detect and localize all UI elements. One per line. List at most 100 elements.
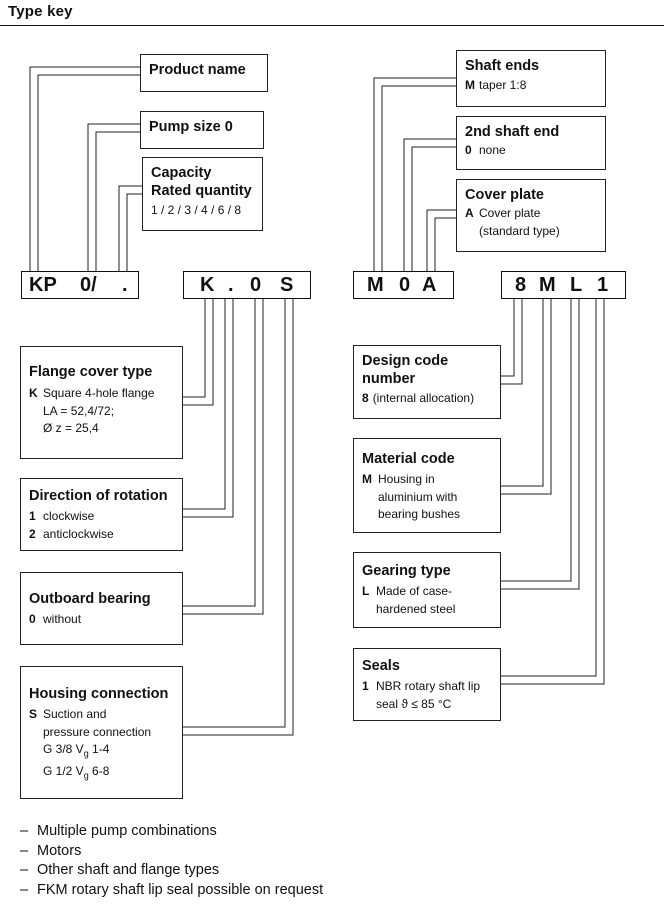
box-title: Material code: [362, 451, 455, 467]
box-title: Cover plate: [465, 187, 544, 203]
option-text: G 3/8 V: [43, 742, 84, 756]
note-item: Multiple pump combinations: [20, 822, 323, 842]
wire-design: [501, 297, 523, 385]
wire-material: [501, 297, 552, 495]
option-line: seal ϑ ≤ 85 °C: [376, 696, 452, 711]
capacity-values: 1 / 2 / 3 / 4 / 6 / 8: [151, 203, 242, 217]
box-title: Direction of rotation: [29, 488, 168, 504]
box-2nd-shaft-end: 2nd shaft end 0 none: [456, 116, 606, 170]
code-char-m: M: [367, 274, 384, 296]
wire-material: [501, 297, 544, 487]
option-code: 1: [29, 509, 36, 523]
option-text: clockwise: [43, 509, 95, 523]
option-line: A Cover plate: [465, 205, 597, 223]
box-cover-plate: Cover plate A Cover plate (standard type): [456, 179, 606, 252]
note-item: Other shaft and flange types: [20, 861, 323, 881]
option-line: G 1/2 Vg 6-8: [29, 763, 174, 785]
option-text: NBR rotary shaft lip: [376, 679, 481, 693]
wire-bearing: [183, 297, 256, 607]
box-design-code-number: Design code number 8(internal allocation…: [353, 345, 501, 419]
wire-pump-size: [95, 131, 140, 271]
wire-cover: [426, 209, 456, 271]
option-line: 8(internal allocation): [362, 390, 492, 408]
wire-shaft2: [411, 146, 456, 271]
box-seals: Seals 1 NBR rotary shaft lip seal ϑ ≤ 85 …: [353, 648, 501, 721]
wire-gearing: [501, 297, 572, 582]
page-title: Type key: [8, 3, 73, 20]
option-code: M: [362, 472, 372, 486]
subscript: g: [83, 748, 89, 759]
code-char-0: 0: [250, 274, 262, 296]
code-char-1: 1: [597, 274, 609, 296]
option-code: S: [29, 707, 38, 721]
option-text: G 1/2 V: [43, 763, 84, 778]
code-char-k: K: [200, 274, 215, 296]
box-pump-size: Pump size 0: [140, 111, 264, 149]
option-code: 0: [465, 143, 472, 157]
option-code: 1: [362, 679, 369, 693]
option-text: Cover plate: [479, 206, 541, 220]
box-title: Product name: [149, 62, 246, 78]
box-title: Design code: [362, 353, 449, 369]
option-line: aluminium with: [378, 489, 458, 504]
wire-rotation: [183, 297, 234, 518]
wire-housing: [183, 297, 294, 736]
wire-flange: [183, 297, 206, 398]
option-code: 0: [29, 612, 36, 626]
code-char-a: A: [422, 274, 437, 296]
wire-flange: [183, 297, 214, 406]
subscript: g: [83, 770, 89, 781]
option-text: none: [479, 143, 506, 157]
box-title: Gearing type: [362, 563, 451, 579]
option-text: anticlockwise: [43, 526, 114, 541]
code-char-size: 0/: [80, 274, 97, 296]
box-title: Capacity: [151, 165, 212, 181]
option-line: (standard type): [479, 223, 560, 238]
wire-shaft-ends: [373, 77, 456, 271]
wire-bearing: [183, 297, 264, 615]
option-line: 1 NBR rotary shaft lip: [362, 678, 492, 696]
box-title: Pump size 0: [149, 119, 233, 135]
option-line: 1 clockwise: [29, 508, 174, 526]
option-text: taper 1:8: [479, 78, 527, 92]
box-capacity: Capacity Rated quantity 1 / 2 / 3 / 4 / …: [142, 157, 263, 231]
wire-cover: [434, 217, 456, 271]
option-line: pressure connection: [43, 724, 152, 739]
wire-housing: [183, 297, 286, 728]
option-line: Ø z = 25,4: [43, 421, 99, 435]
option-line: hardened steel: [376, 601, 456, 616]
wire-pump-size: [87, 123, 140, 271]
code-char-l: L: [570, 274, 583, 296]
box-title: Seals: [362, 658, 400, 674]
wire-product-name: [29, 66, 140, 271]
wire-gearing: [501, 297, 580, 590]
option-text: 1-4: [88, 742, 110, 756]
wire-seals: [501, 297, 605, 685]
option-text: Housing in: [378, 472, 435, 486]
code-char-dot: .: [228, 274, 234, 296]
option-code: K: [29, 386, 38, 400]
wire-capacity: [126, 193, 142, 271]
option-text: Suction and: [43, 707, 107, 721]
option-line: bearing bushes: [378, 507, 461, 521]
option-code: A: [465, 206, 474, 220]
code-char-0: 0: [399, 274, 411, 296]
option-line: M Housing in: [362, 471, 492, 489]
wire-seals: [501, 297, 597, 677]
type-code-left-part2: K . 0 S: [183, 271, 311, 299]
box-material-code: Material code M Housing in aluminium with…: [353, 438, 501, 533]
option-code: L: [362, 584, 370, 598]
type-code-right-part2: 8 M L 1: [501, 271, 626, 299]
note-item: Motors: [20, 842, 323, 862]
header: Type key: [0, 0, 664, 26]
box-title: 2nd shaft end: [465, 124, 560, 140]
wire-design: [501, 297, 515, 377]
option-line: LA = 52,4/72;: [43, 403, 115, 418]
